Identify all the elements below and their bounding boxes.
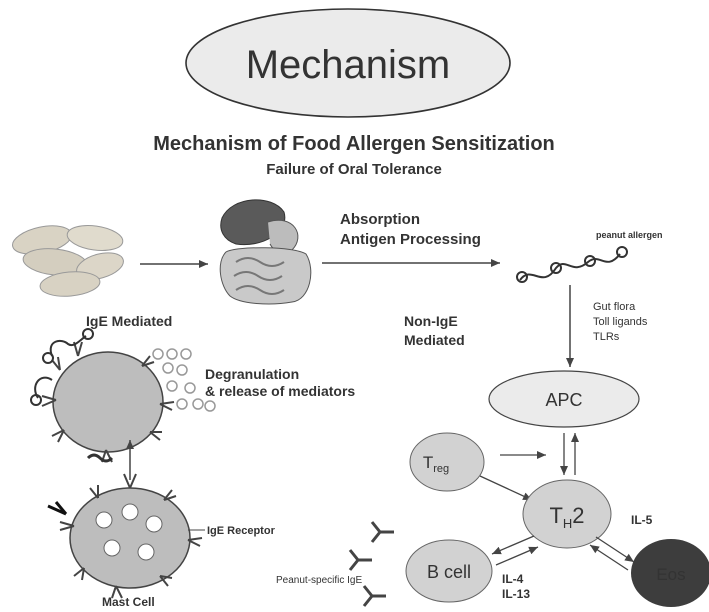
ige-mediated-label: IgE Mediated (86, 313, 172, 329)
arrow-bcell-to-th2 (495, 546, 539, 566)
tlrs-label: TLRs (593, 331, 620, 343)
free-allergen-fragment (86, 453, 114, 463)
treg-cell (409, 432, 485, 492)
arrow-th2-to-eos (595, 536, 635, 563)
banner-title: Mechanism (246, 43, 451, 87)
ige-receptor-label: IgE Receptor (207, 525, 276, 537)
antigen-processing-label: Antigen Processing (340, 231, 481, 248)
il13-label: IL-13 (502, 587, 530, 601)
b-cell (405, 539, 493, 603)
th2-cell (522, 479, 612, 549)
mast-cell-label: Mast Cell (102, 595, 155, 609)
arrow-treg-to-th2 (479, 475, 533, 501)
peanut-allergen-label: peanut allergen (596, 230, 663, 240)
il5-label: IL-5 (631, 513, 653, 527)
peanuts-illustration (12, 224, 124, 297)
gut-illustration (219, 199, 312, 305)
arrow-eos-to-th2 (589, 544, 629, 571)
gut-flora-label: Gut flora (593, 301, 636, 313)
degranulation-label: Degranulation (205, 366, 299, 382)
arrow-th2-to-bcell (491, 535, 535, 555)
absorption-label: Absorption (340, 211, 420, 228)
banner-ellipse (185, 8, 511, 118)
eos-cell (631, 539, 709, 607)
apc-label: APC (545, 390, 582, 410)
sensitized-mast-cell (30, 328, 175, 463)
non-ige-label-line2: Mediated (404, 332, 465, 348)
mast-cell (47, 473, 203, 599)
eos-label: Eos (656, 565, 685, 584)
mediator-granules (152, 348, 216, 412)
non-ige-label-line1: Non-IgE (404, 313, 458, 329)
peanut-specific-ige-label: Peanut-specific IgE (276, 575, 362, 586)
il4-label: IL-4 (502, 572, 524, 586)
th2-label: TH2 (549, 503, 584, 531)
peanut-specific-ige-antibodies (348, 521, 394, 607)
diagram-title: Mechanism of Food Allergen Sensitization (153, 133, 555, 155)
toll-ligands-label: Toll ligands (593, 316, 648, 328)
release-of-mediators-label: & release of mediators (205, 383, 355, 399)
apc-cell (488, 370, 640, 428)
b-cell-label: B cell (427, 562, 471, 582)
diagram-subtitle: Failure of Oral Tolerance (266, 161, 442, 178)
treg-label: Treg (423, 453, 449, 475)
peanut-allergen-molecule (516, 246, 628, 283)
